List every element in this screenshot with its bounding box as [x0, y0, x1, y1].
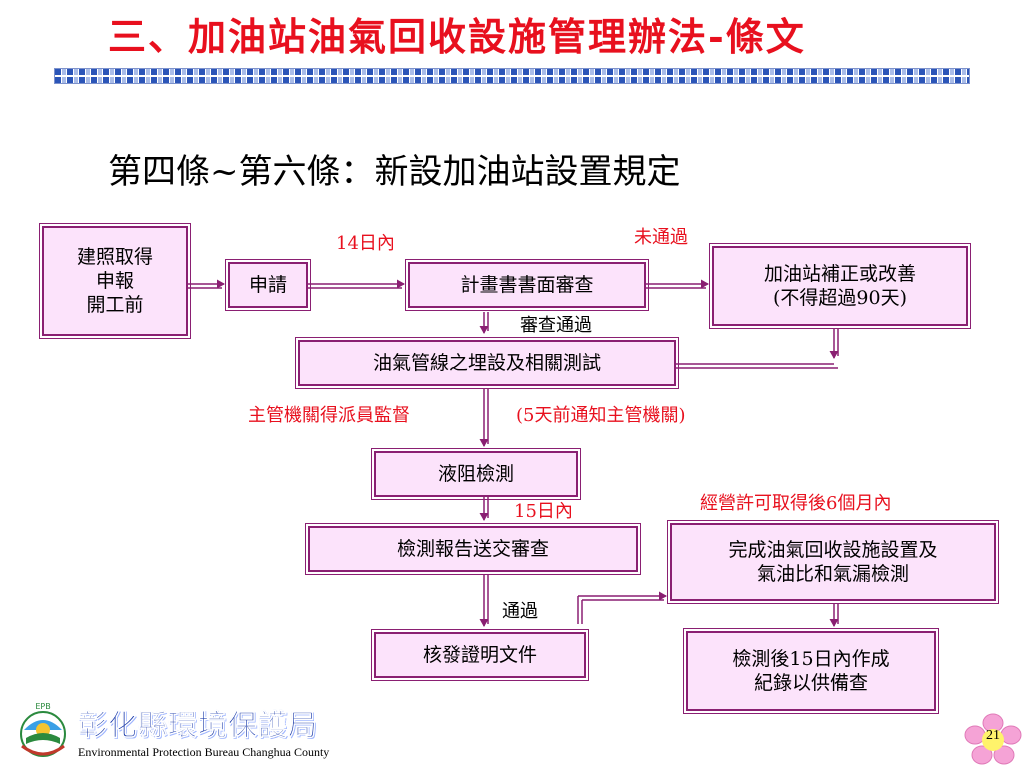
page-number-badge: 21 [964, 712, 1022, 766]
label-review-passed: 審查通過 [520, 315, 592, 336]
label-within-6-months: 經營許可取得後6個月內 [700, 493, 892, 514]
title-divider [54, 68, 970, 84]
page-number: 21 [986, 728, 1000, 743]
label-within-15-days: 15日內 [514, 501, 573, 522]
box-improve: 加油站補正或改善 (不得超過90天) [709, 243, 971, 329]
label-supervision: 主管機關得派員監督 [248, 405, 410, 426]
box-complete-install: 完成油氣回收設施設置及 氣油比和氣漏檢測 [667, 520, 999, 604]
epb-logo-icon: EPB [20, 702, 66, 757]
label-not-passed: 未通過 [634, 227, 688, 248]
slide-title: 三、加油站油氣回收設施管理辦法-條文 [108, 14, 806, 59]
box-apply: 申請 [225, 259, 311, 311]
logo-text: EPB [35, 702, 50, 711]
org-name-english: Environmental Protection Bureau Changhua… [78, 745, 330, 759]
label-passed: 通過 [502, 601, 538, 622]
box-pipeline-test: 油氣管線之埋設及相關測試 [295, 337, 679, 389]
label-within-14-days: 14日內 [336, 233, 395, 254]
box-liquid-test: 液阻檢測 [371, 448, 581, 500]
label-notify-5-days: (5天前通知主管機關) [516, 405, 686, 426]
box-start: 建照取得 申報 開工前 [39, 223, 191, 339]
flower-icon [964, 713, 1022, 765]
box-plan-review: 計畫書書面審查 [405, 259, 649, 311]
box-report-review: 檢測報告送交審查 [305, 523, 641, 575]
box-record: 檢測後15日內作成 紀錄以供備查 [683, 628, 939, 714]
slide-subtitle: 第四條~第六條：新設加油站設置規定 [108, 152, 681, 192]
org-name: 彰化縣環境保護局 [78, 708, 319, 743]
box-certificate: 核發證明文件 [371, 629, 589, 681]
